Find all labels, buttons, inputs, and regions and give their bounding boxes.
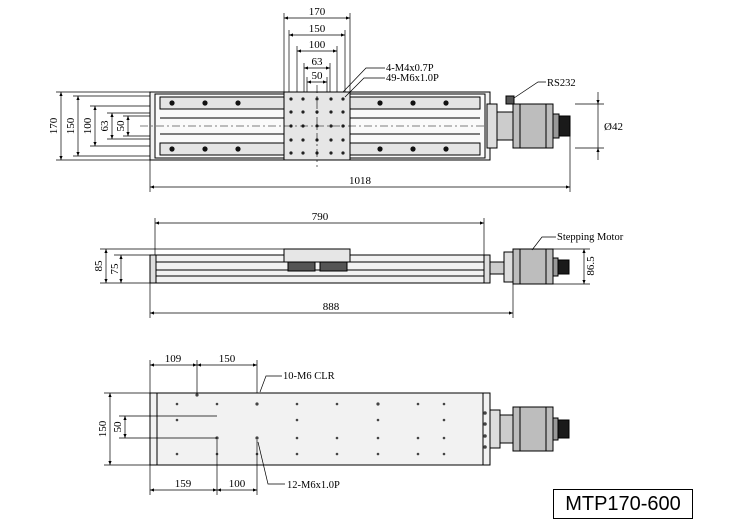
dim-pitch-150: 150	[219, 353, 236, 365]
dim-offset-109: 109	[165, 353, 182, 365]
side-motor-knob	[557, 259, 570, 275]
dim-height-85: 85	[93, 260, 105, 272]
dim-bottom-height-150: 150	[97, 420, 109, 437]
side-motor	[512, 248, 554, 285]
bottom-body	[149, 392, 491, 466]
rs232-connector	[505, 95, 515, 105]
dim-pitch-100: 100	[229, 478, 246, 490]
top-view	[140, 85, 571, 167]
dim-offset-159: 159	[175, 478, 192, 490]
bottom-motor-knob	[557, 419, 570, 439]
model-number: MTP170-600	[553, 489, 693, 519]
callout-m6-clr: 10-M6 CLR	[283, 371, 335, 382]
top-coupling	[496, 111, 514, 141]
dim-motor-diameter: Ø42	[604, 121, 623, 133]
top-motor-knob	[558, 115, 571, 137]
bottom-motor	[512, 406, 554, 452]
side-view	[149, 248, 570, 285]
rail-screws	[169, 100, 449, 152]
dim-bottom-height-50: 50	[112, 421, 124, 433]
bottom-view-dimensions	[104, 360, 285, 495]
dim-width-100: 100	[309, 39, 326, 51]
bottom-view-labels: 109 150 159 100 150 50 10-M6 CLR 12-M6x1…	[97, 353, 340, 491]
side-view-dimensions	[100, 218, 590, 318]
dim-travel-790: 790	[312, 211, 329, 223]
bottom-holes	[175, 393, 487, 456]
top-view-labels: 170 150 100 63 50 170 150 100 63 50 1018…	[48, 6, 623, 187]
dim-height-100: 100	[82, 117, 94, 134]
dim-width-50: 50	[312, 70, 324, 82]
callout-m6-tap: 49-M6x1.0P	[386, 73, 439, 84]
dim-width-170: 170	[309, 6, 326, 18]
callout-rs232: RS232	[547, 78, 576, 89]
callout-m4-tap: 4-M4x0.7P	[386, 63, 434, 74]
dim-width-150: 150	[309, 23, 326, 35]
dim-height-75: 75	[109, 263, 121, 275]
bottom-view	[149, 392, 570, 466]
dim-height-63: 63	[99, 120, 111, 132]
callout-m6-tap-bottom: 12-M6x1.0P	[287, 480, 340, 491]
side-coupling	[489, 261, 505, 275]
dim-height-150: 150	[65, 117, 77, 134]
top-view-dimensions	[56, 13, 604, 192]
top-motor	[512, 103, 554, 149]
carriage-holes	[289, 97, 345, 155]
bottom-coupling	[499, 414, 514, 444]
side-view-labels: 790 888 85 75 86.5 Stepping Motor	[93, 211, 624, 313]
dim-height-170: 170	[48, 117, 60, 134]
dim-width-63: 63	[312, 56, 324, 68]
dim-height-50: 50	[115, 120, 127, 132]
callout-stepping-motor: Stepping Motor	[557, 232, 624, 243]
dim-motor-height: 86.5	[585, 256, 597, 276]
dim-length-1018: 1018	[349, 175, 372, 187]
dim-length-888: 888	[323, 301, 340, 313]
side-carriage	[283, 248, 351, 263]
